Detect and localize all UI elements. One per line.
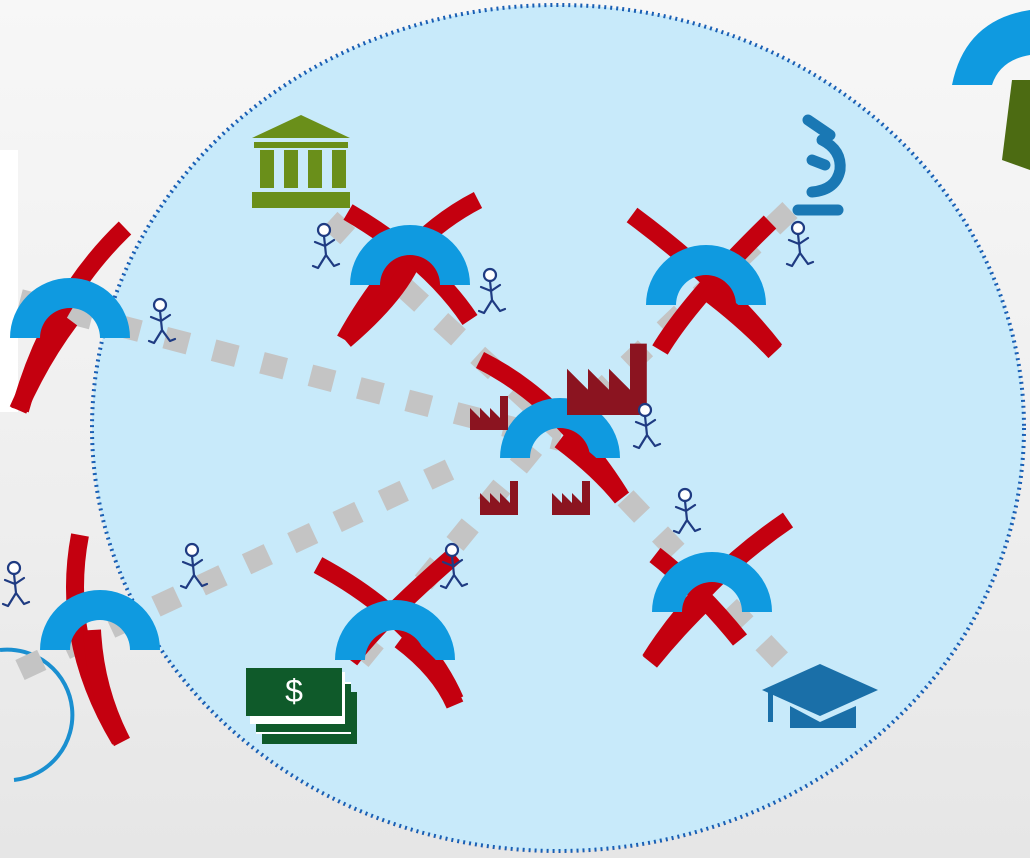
government-building-icon	[252, 115, 350, 208]
link-strands-front	[9, 260, 782, 747]
background-card	[0, 150, 18, 412]
money-dollar-label: $	[285, 673, 303, 709]
strand-bottom-left-front	[83, 629, 131, 747]
corner-hook-icon	[952, 10, 1030, 170]
strand-finance-front	[394, 632, 464, 709]
strand-hub-front	[554, 432, 630, 504]
strand-research-b	[652, 215, 777, 355]
path-external-bottom-left	[15, 450, 475, 680]
strand-education-front	[643, 588, 719, 668]
strand-research-front	[699, 282, 782, 359]
strand-govt-b	[343, 204, 478, 326]
strand-education-b	[649, 547, 748, 646]
money-stack-icon: $	[246, 668, 357, 744]
strand-left-front	[9, 314, 78, 414]
graduation-cap-icon	[762, 664, 878, 728]
strand-govt-front	[339, 260, 419, 347]
walker-icon	[1, 560, 31, 608]
microscope-icon	[792, 114, 846, 216]
